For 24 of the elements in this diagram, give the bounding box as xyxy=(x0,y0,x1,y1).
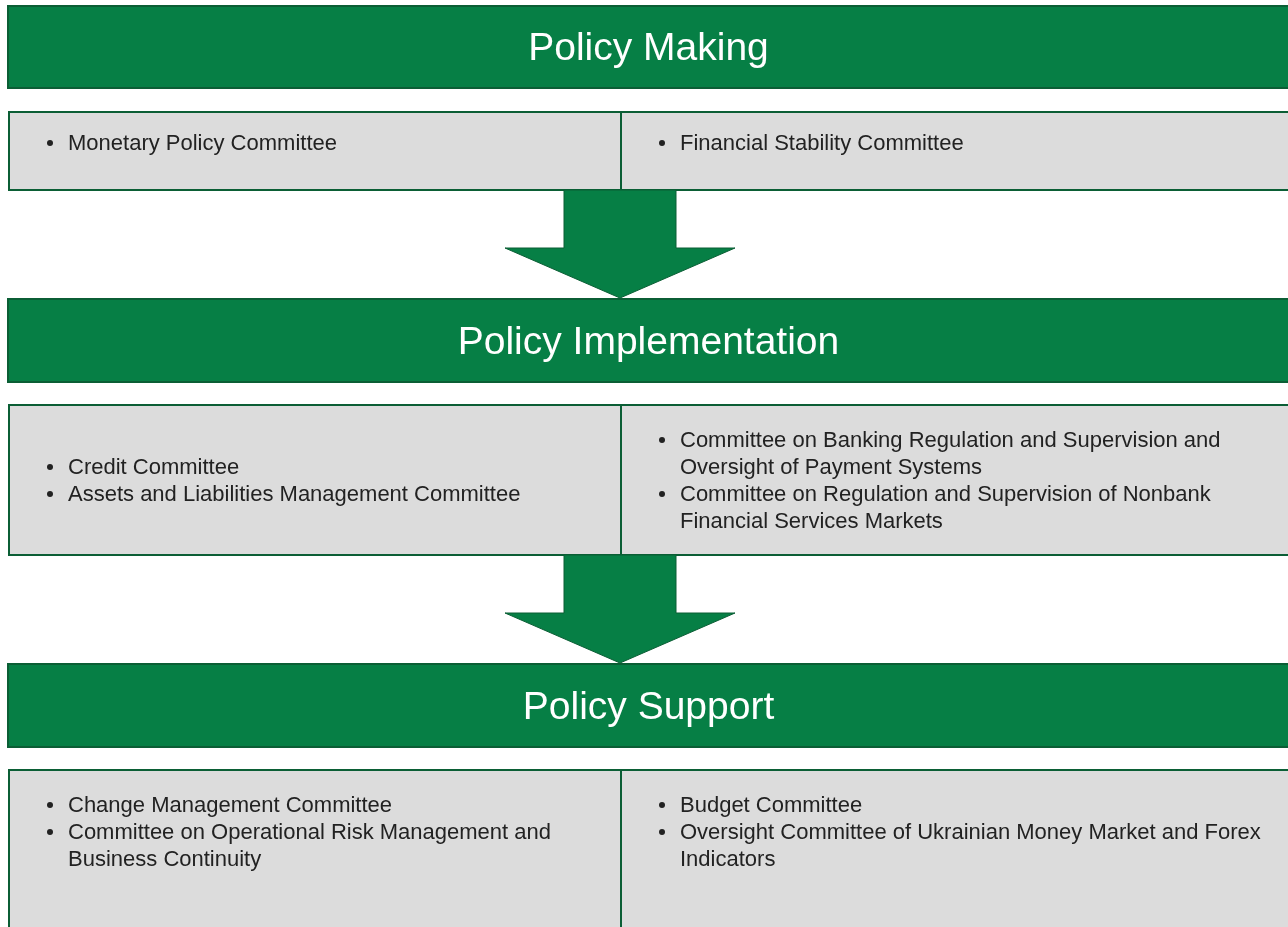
committee-item: Committee on Regulation and Supervision of Nonbank Financial Services Markets xyxy=(680,480,1212,534)
committee-panel xyxy=(620,111,1288,191)
committee-item: Assets and Liabilities Management Committee xyxy=(68,480,521,507)
committee-item: Change Management Committee xyxy=(68,791,393,818)
section-header-bar xyxy=(7,663,1288,748)
section-header-bar xyxy=(7,298,1288,383)
committee-panel xyxy=(8,769,622,927)
block-arrow xyxy=(504,554,736,664)
committee-panel xyxy=(620,769,1288,927)
committee-panel xyxy=(620,404,1288,556)
block-arrow xyxy=(504,189,736,299)
committee-item: Budget Committee xyxy=(680,791,863,818)
committee-panel xyxy=(8,404,622,556)
section-title: Policy Implementation xyxy=(457,318,840,363)
committee-item: Monetary Policy Committee xyxy=(68,129,337,156)
committee-item: Financial Stability Committee xyxy=(680,129,964,156)
committee-panel xyxy=(8,111,622,191)
committee-item: Committee on Banking Regulation and Supervision and Oversight of Payment Systems xyxy=(680,426,1222,480)
committee-item: Credit Committee xyxy=(68,453,240,480)
section-title: Policy Making xyxy=(528,25,769,69)
section-header-bar xyxy=(7,5,1288,89)
committee-item: Oversight Committee of Ukrainian Money Market and Forex Indicators xyxy=(680,818,1262,872)
committee-item: Committee on Operational Risk Management and Business Continuity xyxy=(68,818,553,872)
section-title: Policy Support xyxy=(522,683,775,728)
